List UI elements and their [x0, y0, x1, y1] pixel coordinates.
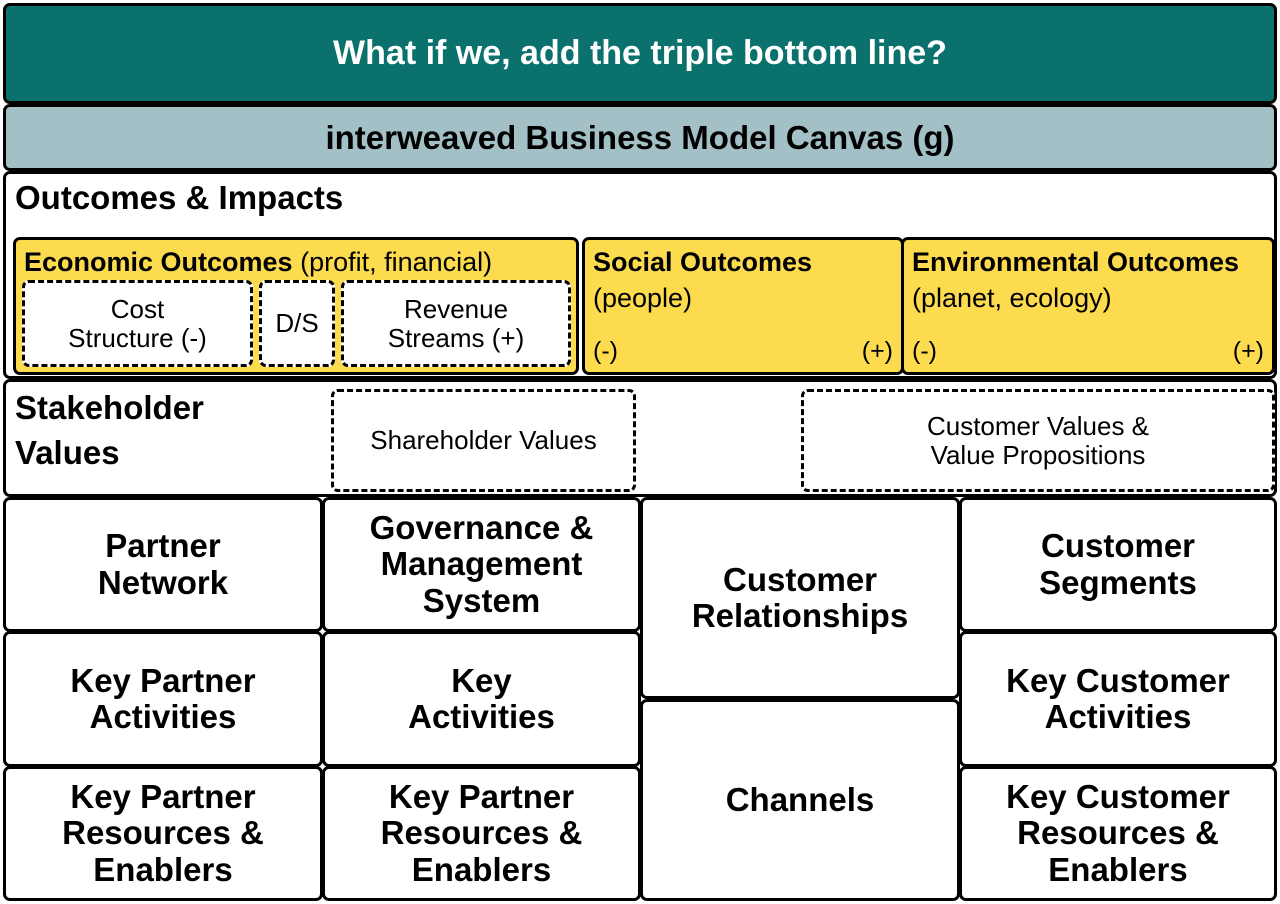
environmental-outcomes-heading: Environmental Outcomes (planet, ecology)	[912, 244, 1239, 317]
key-partner-resources-text: Key Partner Resources & Enablers	[62, 778, 264, 888]
cost-structure-text: Cost Structure (-)	[68, 293, 207, 353]
governance-text: Governance & Management System	[369, 509, 594, 619]
shareholder-values-box: Shareholder Values	[331, 389, 636, 492]
key-partner-resources-cell: Key Partner Resources & Enablers	[3, 766, 323, 901]
revenue-streams-text: Revenue Streams (+)	[387, 293, 525, 353]
stakeholder-label-line2: Values	[15, 433, 120, 471]
key-partner-resources-cell-2: Key Partner Resources & Enablers	[322, 766, 641, 901]
ds-text: D/S	[275, 308, 319, 339]
revenue-streams-box: Revenue Streams (+)	[341, 280, 571, 367]
customer-segments-cell: Customer Segments	[959, 497, 1277, 632]
key-partner-resources-text-2: Key Partner Resources & Enablers	[380, 778, 583, 888]
environmental-outcomes-note: (planet, ecology)	[912, 283, 1112, 314]
customer-segments-text: Customer Segments	[1039, 527, 1197, 601]
stakeholder-values-label: Stakeholder Values	[15, 386, 204, 475]
partner-network-cell: Partner Network	[3, 497, 323, 632]
key-partner-activities-cell: Key Partner Activities	[3, 631, 323, 767]
subtitle-text: interweaved Business Model Canvas (g)	[325, 118, 955, 156]
ds-box: D/S	[259, 280, 335, 367]
key-customer-resources-cell: Key Customer Resources & Enablers	[959, 766, 1277, 901]
social-outcomes-box: Social Outcomes (people) (-) (+)	[582, 237, 904, 375]
environmental-positive-sign: (+)	[1232, 337, 1264, 365]
cost-structure-box: Cost Structure (-)	[22, 280, 253, 367]
environmental-outcomes-title: Environmental Outcomes	[912, 247, 1240, 277]
economic-outcomes-title: Economic Outcomes	[24, 247, 293, 277]
partner-network-text: Partner Network	[97, 527, 229, 601]
social-outcomes-note: (people)	[593, 283, 693, 314]
customer-values-box: Customer Values & Value Propositions	[801, 389, 1275, 492]
canvas-subtitle: interweaved Business Model Canvas (g)	[3, 104, 1277, 171]
economic-outcomes-heading: Economic Outcomes (profit, financial)	[24, 244, 492, 280]
social-outcomes-heading: Social Outcomes (people)	[593, 244, 812, 317]
key-customer-activities-text: Key Customer Activities	[1006, 661, 1230, 735]
title-text: What if we, add the triple bottom line?	[333, 34, 947, 72]
diagram-title: What if we, add the triple bottom line?	[3, 3, 1277, 104]
stakeholder-label-line1: Stakeholder	[15, 389, 204, 426]
economic-outcomes-note: (profit, financial)	[292, 247, 493, 277]
key-partner-activities-text: Key Partner Activities	[70, 661, 256, 735]
environmental-outcomes-box: Environmental Outcomes (planet, ecology)…	[901, 237, 1275, 375]
stakeholder-values-section: Stakeholder Values Shareholder Values Cu…	[3, 379, 1277, 497]
channels-cell: Channels	[640, 699, 960, 901]
key-activities-cell: Key Activities	[322, 631, 641, 767]
customer-relationships-cell: Customer Relationships	[640, 497, 960, 699]
governance-cell: Governance & Management System	[322, 497, 641, 632]
key-activities-text: Key Activities	[408, 661, 555, 735]
social-negative-sign: (-)	[593, 337, 618, 365]
channels-text: Channels	[725, 780, 875, 818]
economic-outcomes-box: Economic Outcomes (profit, financial) Co…	[13, 237, 579, 375]
key-customer-resources-text: Key Customer Resources & Enablers	[1006, 778, 1230, 888]
environmental-negative-sign: (-)	[912, 337, 937, 365]
key-customer-activities-cell: Key Customer Activities	[959, 631, 1277, 767]
social-positive-sign: (+)	[861, 337, 893, 365]
outcomes-impacts-section: Outcomes & Impacts Economic Outcomes (pr…	[3, 171, 1277, 379]
customer-values-text: Customer Values & Value Propositions	[926, 410, 1150, 470]
customer-relationships-text: Customer Relationships	[691, 560, 909, 634]
outcomes-impacts-label: Outcomes & Impacts	[15, 179, 344, 216]
social-outcomes-title: Social Outcomes	[593, 247, 813, 277]
shareholder-values-text: Shareholder Values	[370, 425, 597, 456]
